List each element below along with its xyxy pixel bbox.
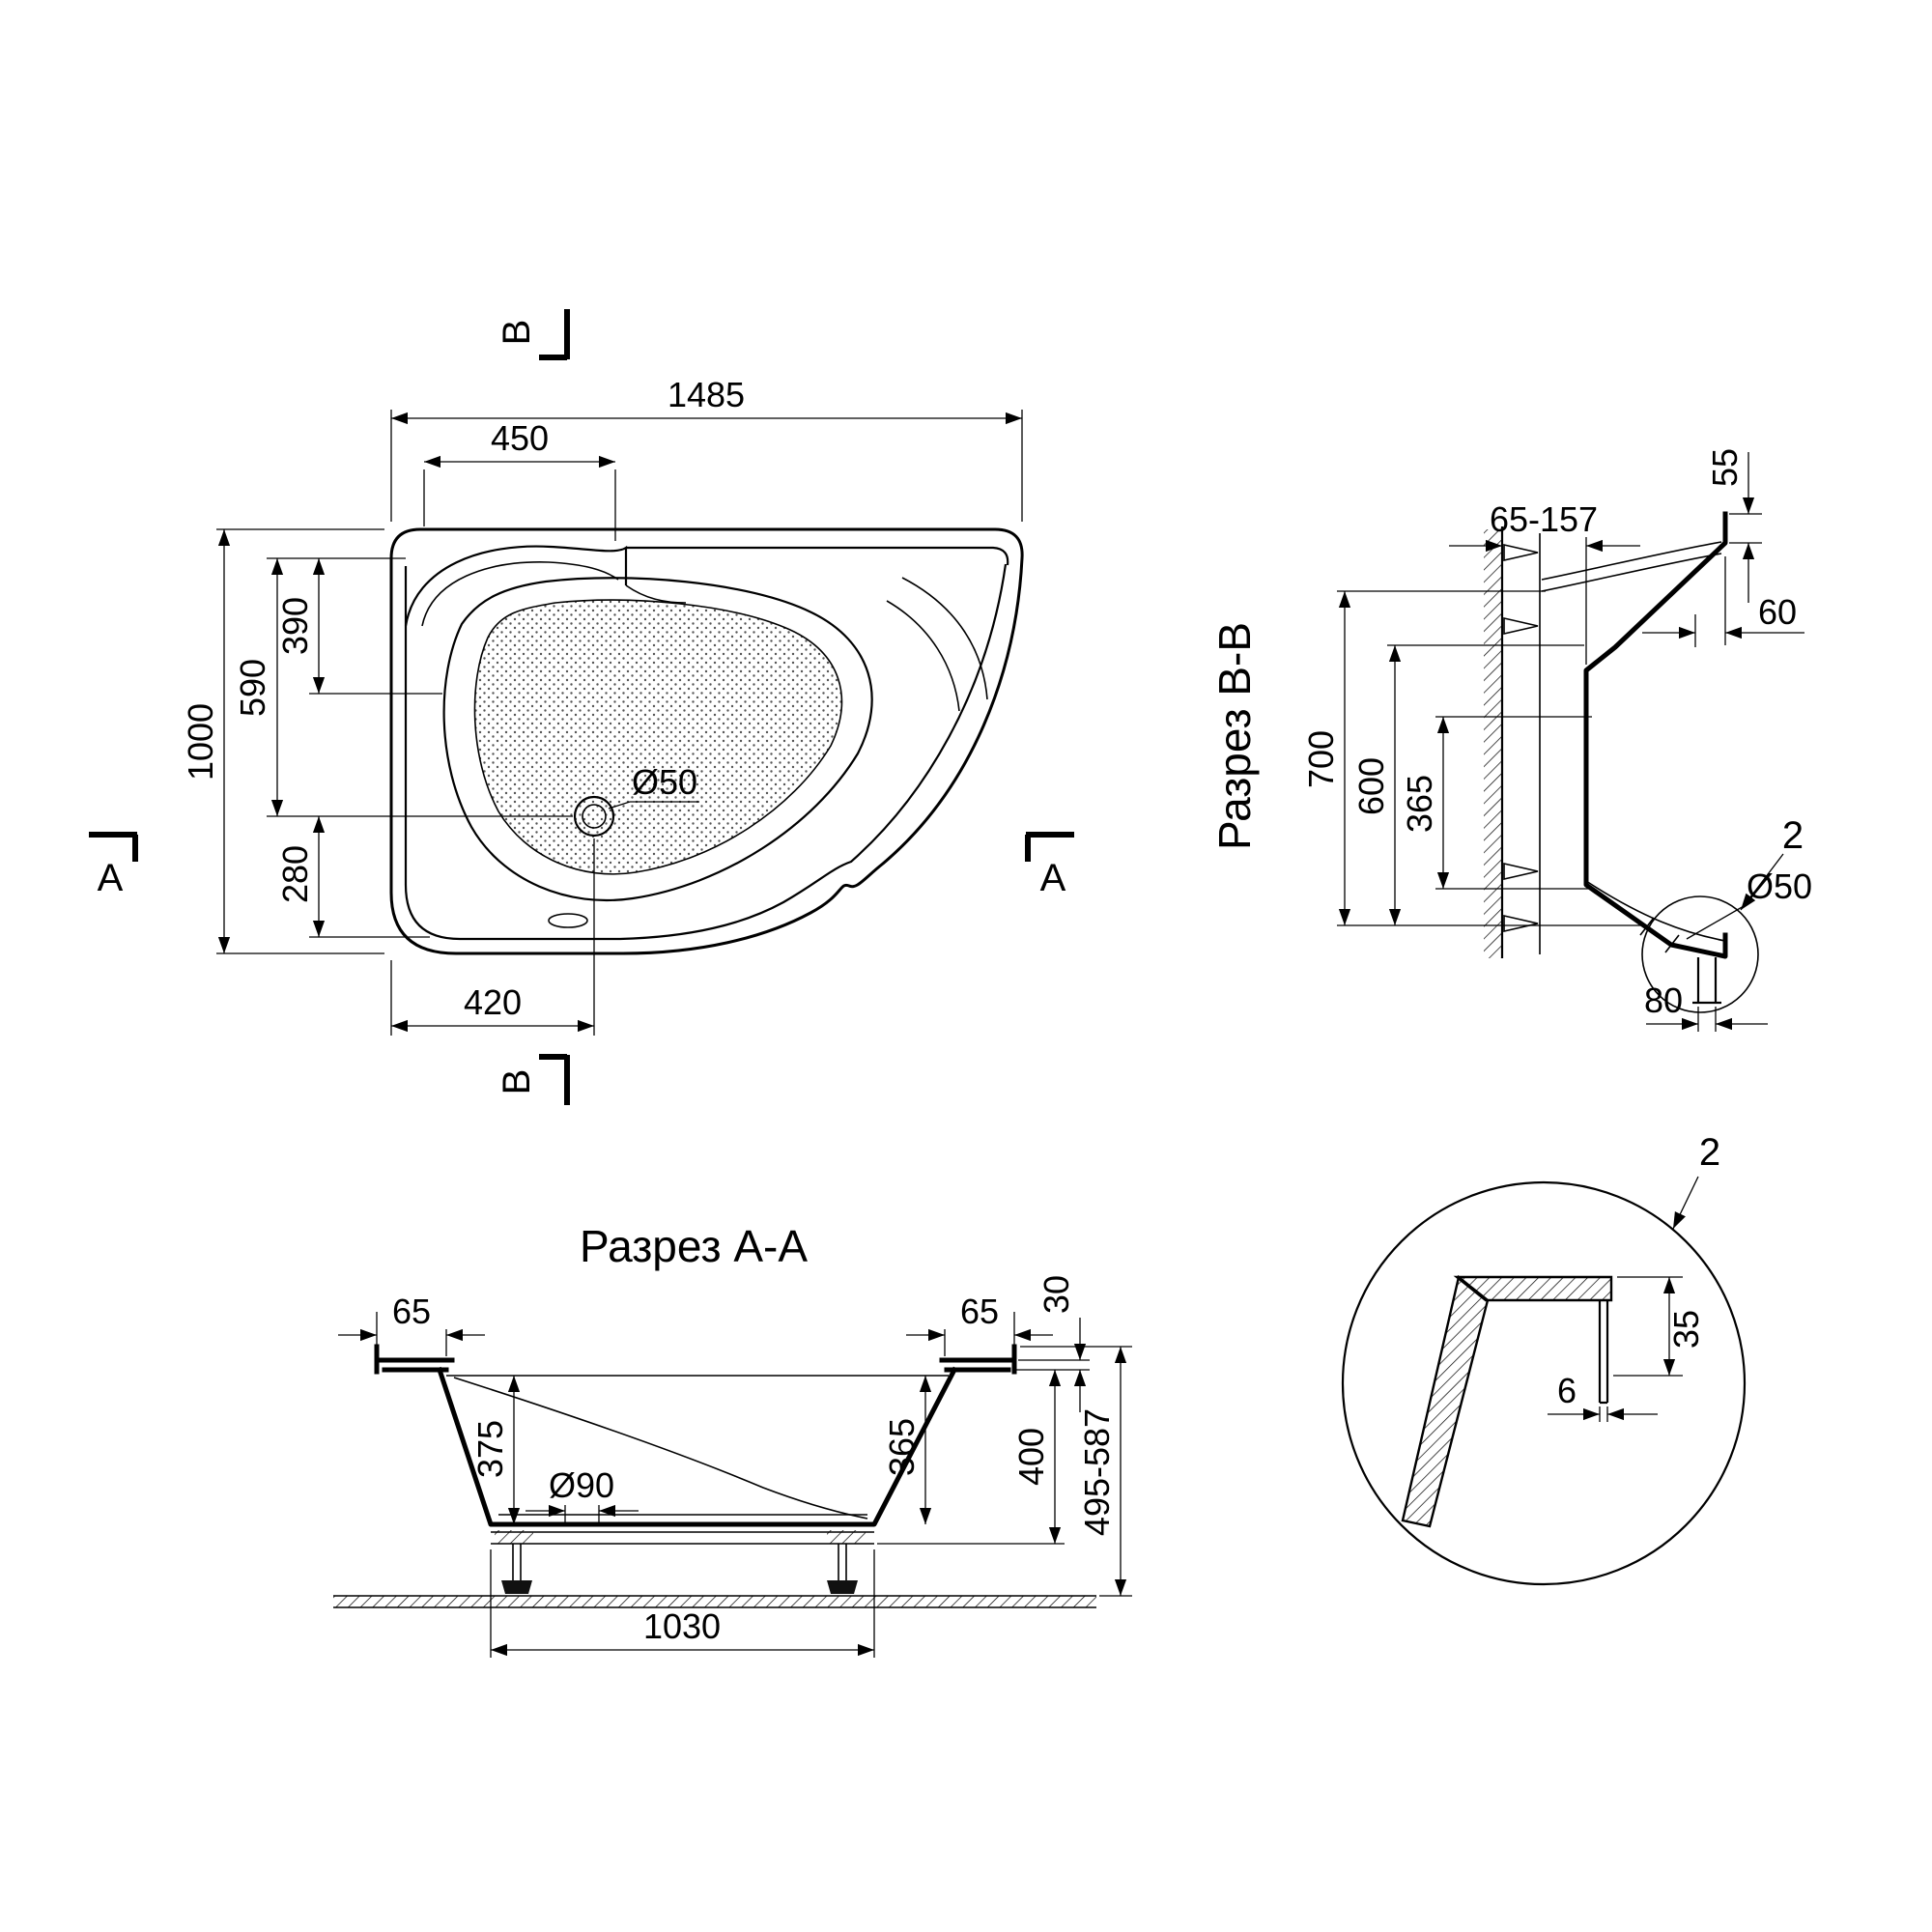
section-line-a-left	[89, 832, 138, 862]
drain-leader	[608, 801, 699, 810]
dim-plan-drain: Ø50	[632, 762, 697, 802]
foot-pad-right	[827, 1580, 858, 1594]
detail-flange-section	[1453, 1275, 1613, 1302]
dim-aa-height-range: 495-587	[1077, 1408, 1117, 1536]
detail-ref-label-bb: 2	[1782, 814, 1804, 857]
dim-bb-wall-gap: 65-157	[1490, 499, 1598, 539]
dim-bb-55: 55	[1705, 448, 1745, 487]
plan-view	[389, 527, 1024, 955]
dim-detail-35: 35	[1666, 1310, 1706, 1349]
foot-stems	[512, 1544, 847, 1580]
wall-hatch	[1484, 529, 1502, 958]
dim-aa-rim-left: 65	[392, 1292, 431, 1331]
marker-a-right: А	[1040, 857, 1066, 899]
overflow-slot	[548, 913, 588, 928]
section-line-b-bottom	[539, 1054, 570, 1105]
dim-bb-80: 80	[1644, 980, 1683, 1020]
frame-block-left	[495, 1530, 533, 1544]
section-line-b-top	[539, 309, 570, 360]
seat-contour	[886, 600, 960, 712]
wall-bracket	[1503, 914, 1539, 933]
dim-bb-700: 700	[1301, 730, 1341, 788]
section-bb-title: Разрез В-В	[1209, 622, 1260, 850]
dim-plan-590: 590	[233, 659, 272, 717]
detail-ref-circle	[1641, 895, 1759, 1013]
rim-left-aa	[374, 1344, 455, 1375]
marker-a-left: А	[98, 857, 124, 899]
tub-foot-bb	[1692, 957, 1721, 1005]
dim-bb-60: 60	[1758, 592, 1797, 632]
section-markers: В В А А	[89, 309, 1074, 1105]
floor-strip	[333, 1596, 1096, 1607]
frame-block-right	[827, 1530, 866, 1544]
dim-plan-depth: 1000	[181, 703, 220, 781]
dim-aa-365: 365	[882, 1418, 922, 1476]
dim-plan-drain-offset: 420	[464, 982, 522, 1022]
section-aa: Разрез А-А 65 65 30	[333, 1221, 1132, 1658]
tub-profile-aa	[436, 1366, 958, 1527]
marker-b-bottom: В	[496, 1069, 538, 1095]
detail-foot-rib	[1598, 1300, 1609, 1405]
tub-profile-bb	[1583, 511, 1728, 959]
foot-pad-left	[501, 1580, 532, 1594]
drain-circle-outer	[573, 795, 615, 838]
detail-view: 2 35 6	[1341, 1131, 1747, 1586]
detail-circle	[1341, 1180, 1747, 1586]
wall-bracket	[1503, 543, 1539, 562]
drain-circle-inner	[582, 804, 607, 829]
dim-plan-headrest: 450	[491, 418, 549, 458]
plan-dimensions: 1485 450 1000 390 590 280 420 Ø50	[181, 375, 1023, 1036]
dim-plan-width: 1485	[668, 375, 745, 414]
bathtub-inner-rim	[404, 563, 1008, 941]
dim-bb-365: 365	[1400, 775, 1439, 833]
section-bb: Разрез В-В 2 65-157 55 60	[1209, 448, 1812, 1032]
section-line-a-right	[1025, 832, 1074, 862]
dim-bb-600: 600	[1351, 757, 1391, 815]
section-aa-title: Разрез А-А	[580, 1221, 808, 1271]
marker-b-top: В	[496, 320, 538, 346]
bathtub-outline	[389, 527, 1024, 955]
dim-bb-drain: Ø50	[1747, 867, 1812, 906]
dim-aa-375: 375	[470, 1420, 510, 1478]
dim-plan-280: 280	[275, 845, 315, 903]
dim-plan-390: 390	[275, 597, 315, 655]
dim-aa-drain-recess: Ø90	[549, 1465, 614, 1505]
drain-hole-bb	[1639, 917, 1680, 953]
dim-aa-rim-right: 65	[960, 1292, 999, 1331]
bathtub-bowl	[442, 577, 873, 902]
wall-bracket	[1503, 862, 1539, 881]
dim-aa-400: 400	[1011, 1428, 1051, 1486]
dim-aa-base-length: 1030	[643, 1606, 721, 1646]
headrest-outline	[404, 545, 628, 627]
wall-bracket	[1503, 616, 1539, 636]
dim-detail-6: 6	[1557, 1371, 1577, 1410]
anti-slip-texture	[473, 599, 843, 875]
far-side-contour	[453, 1377, 868, 1520]
detail-label: 2	[1699, 1131, 1720, 1174]
dim-aa-30: 30	[1037, 1275, 1076, 1314]
